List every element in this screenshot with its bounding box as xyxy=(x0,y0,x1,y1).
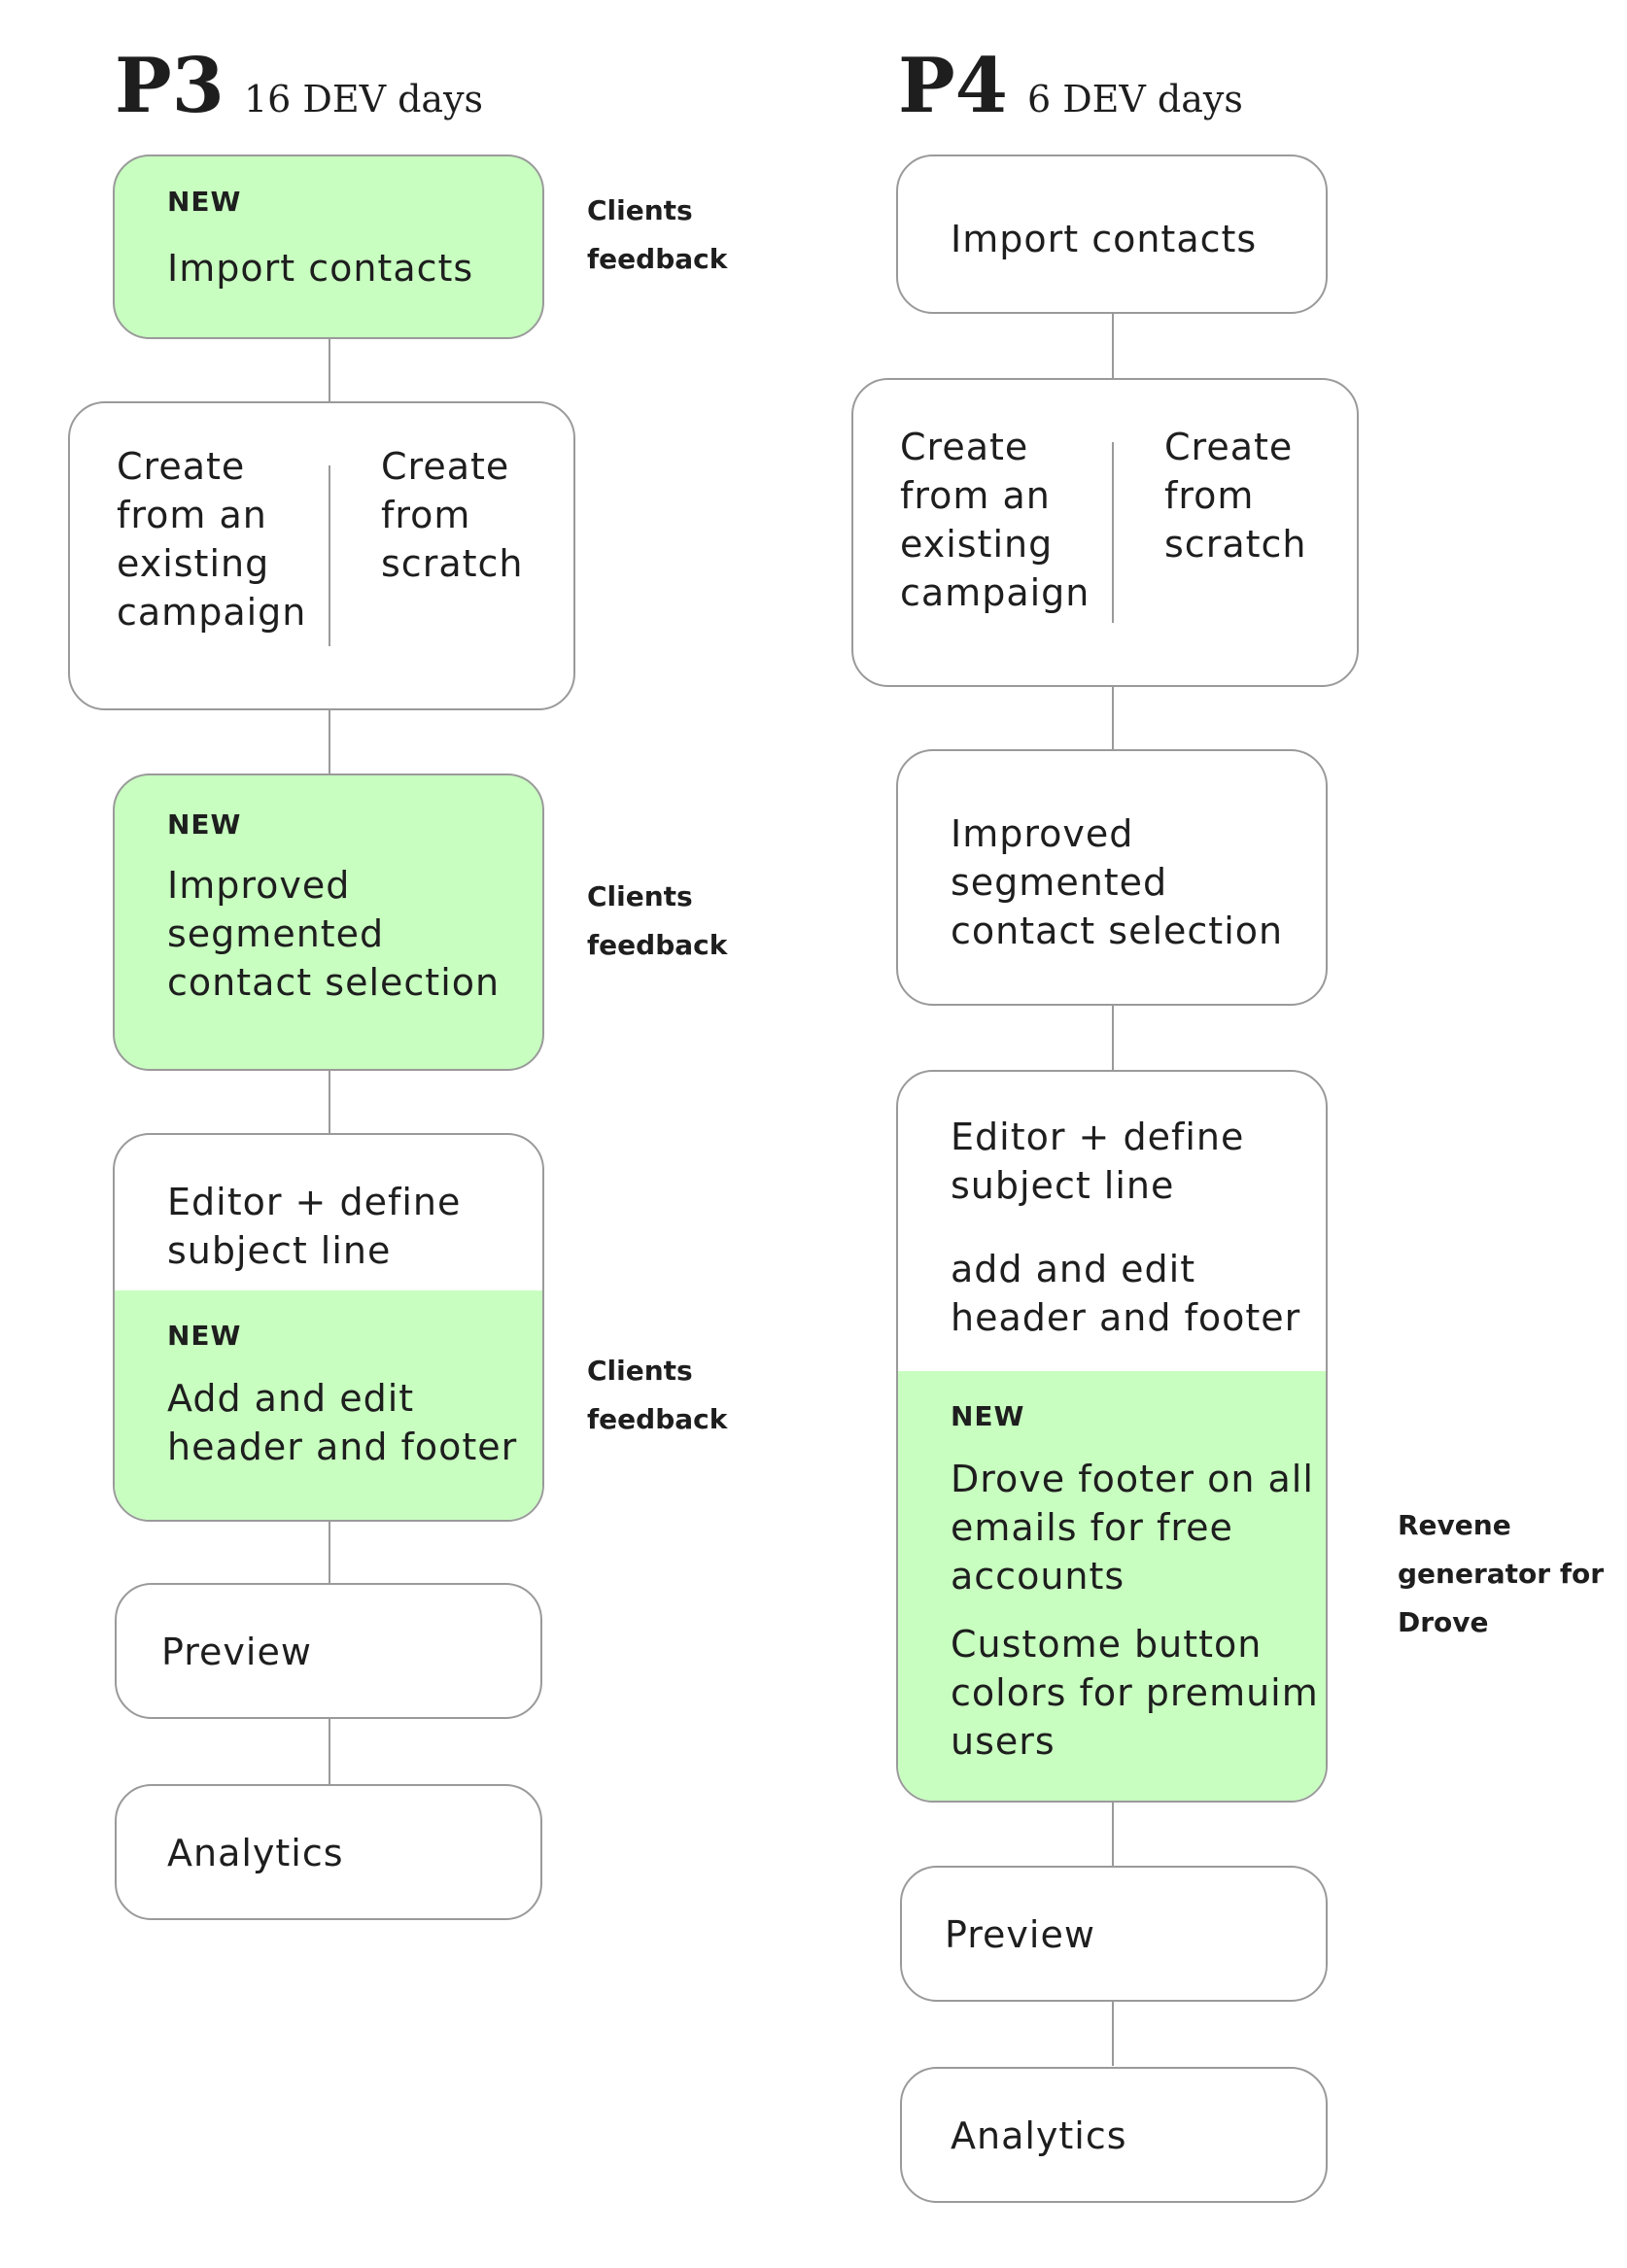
p3-import-contacts-box: NEW Import contacts xyxy=(113,155,544,339)
p3-create-scratch-label: Create from scratch xyxy=(381,445,524,585)
p3-new-badge: NEW xyxy=(167,1320,242,1352)
p3-new-badge: NEW xyxy=(167,186,242,218)
p4-preview-box: Preview xyxy=(900,1866,1328,2002)
p3-note-segmented: Clients feedback xyxy=(587,880,728,961)
p3-connector xyxy=(329,337,330,401)
p4-heading: P4 6 DEV days xyxy=(898,49,1243,124)
p4-analytics-label: Analytics xyxy=(951,2114,1127,2157)
p4-segmented-selection-label: Improved segmented contact selection xyxy=(951,812,1284,952)
p4-editor-box: Editor + define subject line add and edi… xyxy=(896,1070,1328,1803)
p3-phase-label: P3 xyxy=(115,42,225,130)
p4-note-drove: Revene generator for Drove xyxy=(1398,1509,1605,1638)
p4-import-contacts-box: Import contacts xyxy=(896,155,1328,314)
p3-create-existing-label: Create from an existing campaign xyxy=(117,445,307,634)
p4-create-existing-label: Create from an existing campaign xyxy=(900,426,1090,614)
p4-new-badge: NEW xyxy=(951,1400,1025,1432)
p3-import-contacts-label: Import contacts xyxy=(167,247,474,290)
p3-note-import: Clients feedback xyxy=(587,194,728,275)
p3-duration: 16 DEV days xyxy=(243,78,484,120)
p3-header-footer-label: Add and edit header and footer xyxy=(167,1377,518,1468)
p4-create-divider xyxy=(1112,442,1114,623)
p3-analytics-label: Analytics xyxy=(167,1832,344,1874)
p3-connector xyxy=(329,709,330,773)
p4-import-contacts-label: Import contacts xyxy=(951,218,1258,260)
p3-connector xyxy=(329,1520,330,1584)
p3-new-badge: NEW xyxy=(167,808,242,841)
p4-preview-label: Preview xyxy=(945,1913,1095,1956)
p4-analytics-box: Analytics xyxy=(900,2067,1328,2203)
p3-create-campaign-box: Create from an existing campaign Create … xyxy=(68,401,575,710)
p4-create-scratch-label: Create from scratch xyxy=(1164,426,1307,566)
p3-preview-box: Preview xyxy=(115,1583,542,1719)
p3-editor-box: Editor + define subject line NEW Add and… xyxy=(113,1133,544,1522)
p3-header-footer-section: NEW Add and edit header and footer xyxy=(115,1290,542,1520)
p4-duration: 6 DEV days xyxy=(1026,78,1243,120)
p3-create-divider xyxy=(329,465,330,646)
p3-segmented-selection-box: NEW Improved segmented contact selection xyxy=(113,773,544,1071)
p3-connector xyxy=(329,1069,330,1133)
p4-drove-section: NEW Drove footer on all emails for free … xyxy=(898,1371,1326,1801)
p3-note-header-footer: Clients feedback xyxy=(587,1355,728,1435)
p4-drove-footer-label: Drove footer on all emails for free acco… xyxy=(951,1458,1314,1598)
p4-custom-button-label: Custome button colors for premuim users xyxy=(951,1623,1319,1763)
p4-phase-label: P4 xyxy=(898,42,1008,130)
p4-connector xyxy=(1112,1005,1114,1071)
p3-analytics-box: Analytics xyxy=(115,1784,542,1920)
p3-connector xyxy=(329,1718,330,1784)
p3-editor-label: Editor + define subject line xyxy=(167,1181,462,1272)
p4-connector xyxy=(1112,313,1114,379)
p4-segmented-selection-box: Improved segmented contact selection xyxy=(896,749,1328,1006)
p4-connector xyxy=(1112,686,1114,750)
p4-connector xyxy=(1112,1802,1114,1866)
p3-preview-label: Preview xyxy=(161,1631,312,1673)
p3-segmented-selection-label: Improved segmented contact selection xyxy=(167,864,501,1004)
p4-editor-label: Editor + define subject line xyxy=(951,1116,1245,1207)
p3-heading: P3 16 DEV days xyxy=(115,49,483,124)
p4-connector xyxy=(1112,2000,1114,2066)
p4-create-campaign-box: Create from an existing campaign Create … xyxy=(851,378,1359,687)
p4-header-footer-label: add and edit header and footer xyxy=(951,1248,1301,1339)
